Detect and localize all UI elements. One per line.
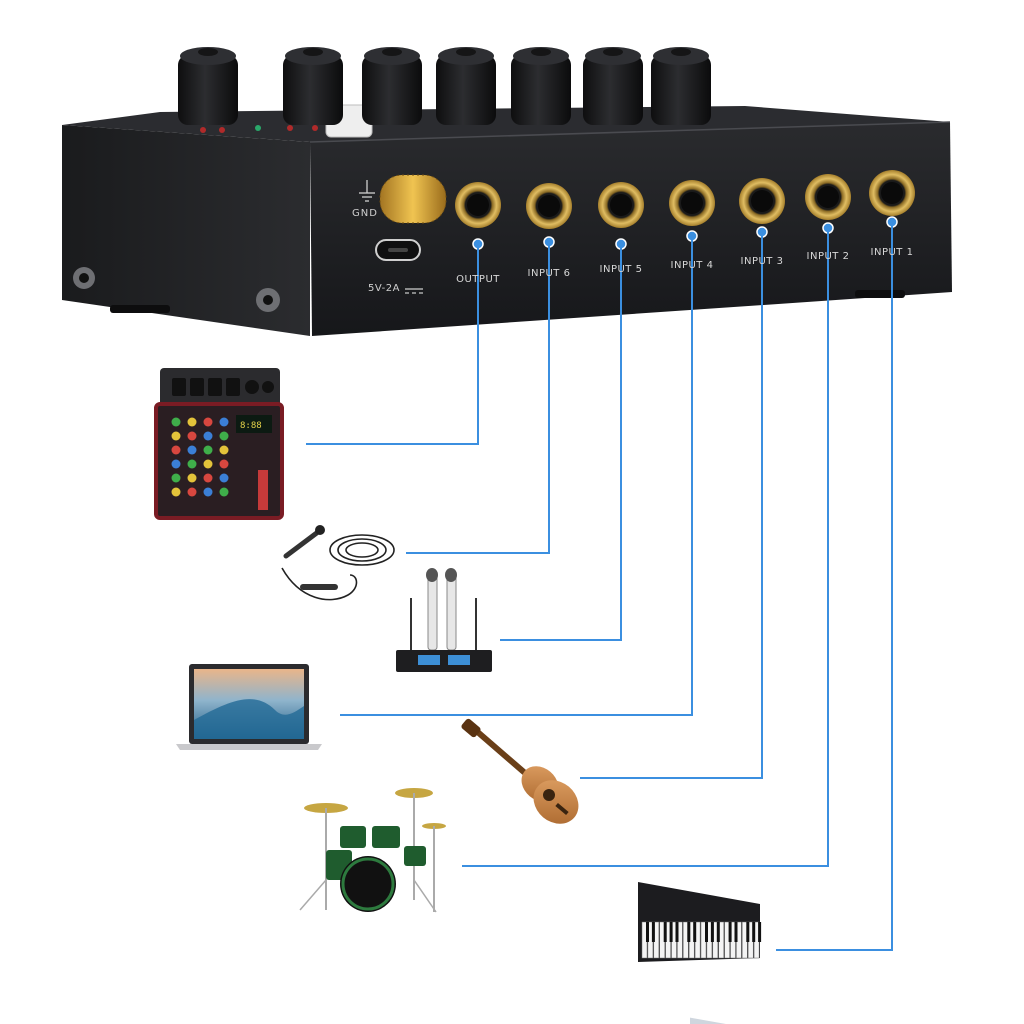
audio-jack-input2[interactable] [805, 174, 851, 220]
ground-label: GND [352, 208, 378, 219]
device-side-panel [62, 125, 310, 336]
mixer-knob-dot [203, 459, 213, 469]
power-label: 5V-2A [368, 283, 400, 294]
mixer-knob-dot [219, 431, 229, 441]
mixer-knob-dot [171, 473, 181, 483]
mixer-knob-dot [171, 431, 181, 441]
audio-jack-output[interactable] [455, 182, 501, 228]
mixer-knob-dot [203, 417, 213, 427]
piano-black-key [746, 922, 750, 942]
piano-black-key [752, 922, 756, 942]
side-screw-icon [256, 288, 280, 312]
svg-text:8:88: 8:88 [240, 421, 262, 431]
mixer-knob-dot [219, 459, 229, 469]
ground-icon [359, 180, 375, 202]
mixer-knob-dot [187, 417, 197, 427]
piano-black-key [758, 922, 762, 942]
mixer-knob-dot [219, 487, 229, 497]
mixer-knob-dot [171, 445, 181, 455]
mixer-knob-dot [187, 459, 197, 469]
connection-line [306, 244, 479, 445]
piano-black-key [687, 922, 691, 942]
piano-black-key [716, 922, 720, 942]
wired-microphone-image [281, 525, 395, 601]
mixer-knob-dot [203, 445, 213, 455]
piano-black-key [710, 922, 714, 942]
volume-knob[interactable] [511, 47, 571, 125]
piano-black-key [734, 922, 738, 942]
mixer-knob-dot [203, 431, 213, 441]
piano-black-key [669, 922, 673, 942]
volume-knob[interactable] [283, 47, 343, 125]
mixer-knob-dot [187, 487, 197, 497]
piano-black-key [663, 922, 667, 942]
usb-c-port[interactable] [375, 239, 421, 261]
mixer-knob-dot [187, 473, 197, 483]
audio-jack-input3[interactable] [739, 178, 785, 224]
connection-line [340, 236, 693, 716]
volume-knob[interactable] [436, 47, 496, 125]
mixer-knob-dot [171, 417, 181, 427]
port-label-input2: INPUT 2 [806, 251, 850, 262]
mixer-knob-dot [171, 487, 181, 497]
port-label-input6: INPUT 6 [527, 268, 571, 279]
connection-line [500, 244, 622, 641]
port-label-output: OUTPUT [456, 274, 500, 285]
dc-symbol-icon [405, 288, 423, 294]
port-label-input5: INPUT 5 [599, 264, 643, 275]
mixer-knob-dot [187, 431, 197, 441]
mixer-knob-dot [219, 473, 229, 483]
side-jack-icon [73, 267, 95, 289]
piano-black-key [651, 922, 655, 942]
mixer-knob-dot [219, 417, 229, 427]
piano-black-key [705, 922, 708, 942]
volume-knob[interactable] [362, 47, 422, 125]
connection-line [462, 228, 829, 867]
connection-line [776, 222, 893, 951]
audio-jack-input5[interactable] [598, 182, 644, 228]
mixer-device [62, 104, 952, 336]
piano-black-key [675, 922, 679, 942]
laptop-image [176, 664, 322, 750]
audio-jack-input4[interactable] [669, 180, 715, 226]
wireless-microphone-image [396, 568, 492, 672]
volume-knob[interactable] [651, 47, 711, 125]
port-label-input3: INPUT 3 [740, 256, 784, 267]
port-label-input1: INPUT 1 [870, 247, 914, 258]
jack-row [455, 170, 915, 250]
mixer-knob-dot [203, 487, 213, 497]
drum-kit-image [299, 788, 446, 913]
audio-jack-input6[interactable] [526, 183, 572, 229]
audio-mixer-image: 8:88 [154, 368, 284, 520]
mixer-knob-dot [203, 473, 213, 483]
piano-black-key [646, 922, 649, 942]
connection-line [406, 242, 550, 554]
mixer-knob-dot [171, 459, 181, 469]
ukulele-image [461, 718, 579, 824]
volume-knob[interactable] [583, 47, 643, 125]
connection-lines [306, 222, 893, 951]
device-front-panel [310, 122, 952, 336]
piano-black-key [728, 922, 732, 942]
knob-row [178, 47, 711, 125]
audio-jack-input1[interactable] [869, 170, 915, 216]
piano-black-key [693, 922, 697, 942]
keyboard-image [638, 882, 762, 1024]
volume-knob[interactable] [178, 47, 238, 125]
ground-thumb-screw[interactable] [379, 174, 447, 224]
connection-line [580, 232, 763, 779]
mixer-knob-dot [187, 445, 197, 455]
port-label-input4: INPUT 4 [670, 260, 714, 271]
mixer-knob-dot [219, 445, 229, 455]
